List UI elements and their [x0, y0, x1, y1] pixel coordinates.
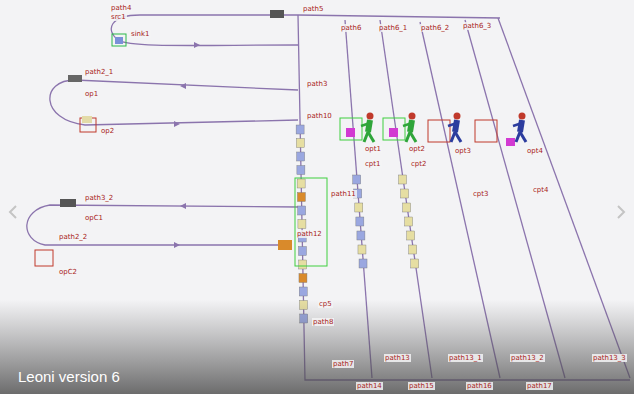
conveyor-item [405, 217, 413, 226]
conveyor-item [411, 259, 419, 268]
conveyor-item [297, 166, 305, 175]
conveyor-items [296, 125, 419, 323]
object-label: opt4 [526, 147, 544, 155]
object-label: cpt2 [410, 160, 428, 168]
conveyor-item [399, 175, 407, 184]
object-label: path2_2 [58, 233, 88, 241]
conveyor-item [355, 203, 363, 212]
object-label: opC2 [58, 268, 78, 276]
object-label: cpt3 [472, 190, 490, 198]
conveyor-item [298, 220, 306, 229]
object-label: path10 [306, 112, 333, 120]
conveyor-item [298, 206, 306, 215]
conveyor-item [299, 260, 307, 269]
operator-figure [403, 113, 416, 143]
conveyor-item [297, 152, 305, 161]
conveyor-item [298, 247, 306, 256]
object-label: path14 [356, 382, 383, 390]
sources [35, 10, 327, 266]
object-label: path11 [330, 190, 357, 198]
conveyor-item [353, 175, 361, 184]
caption-band [0, 300, 634, 394]
object-label: path17 [526, 382, 553, 390]
conveyor-item [409, 245, 417, 254]
conveyor-item [296, 125, 304, 134]
object-label: sink1 [130, 30, 151, 38]
object-label: path12 [296, 230, 323, 238]
object-label: path16 [466, 382, 493, 390]
object-label: path2_1 [84, 68, 114, 76]
conveyor-item [401, 189, 409, 198]
object-label: path3_2 [84, 194, 114, 202]
object-label: cp5 [318, 300, 333, 308]
object-label: path3 [306, 80, 328, 88]
conveyor-item [358, 245, 366, 254]
operator-figure [361, 113, 374, 143]
object-label: opt2 [408, 145, 426, 153]
caption: Leoni version 6 [18, 368, 120, 386]
conveyor-item [359, 259, 367, 268]
conveyor-item [299, 274, 307, 283]
object-label: op2 [100, 127, 115, 135]
object-label: opC1 [84, 214, 104, 222]
object-label: path6_3 [462, 22, 492, 30]
object-label: op1 [84, 90, 99, 98]
object-label: cpt4 [532, 186, 550, 194]
object-label: path6_1 [378, 24, 408, 32]
object-label: path5 [302, 5, 324, 13]
conveyor-item [357, 231, 365, 240]
operator-figure [513, 113, 526, 143]
object-label: path7 [332, 360, 354, 368]
object-label: path6_2 [420, 24, 450, 32]
object-label: path15 [408, 382, 435, 390]
conveyor-item [296, 139, 304, 148]
conveyor-item [407, 231, 415, 240]
object-label: path4 [110, 4, 132, 12]
object-label: path8 [312, 318, 334, 326]
object-label: opt1 [364, 145, 382, 153]
conveyor-item [297, 179, 305, 188]
object-label: path13 [384, 354, 411, 362]
object-label: path13_1 [448, 354, 483, 362]
object-label: path13_2 [510, 354, 545, 362]
object-label: opt3 [454, 147, 472, 155]
conveyor-item [356, 217, 364, 226]
operators [340, 118, 515, 146]
conveyor-item [297, 193, 305, 202]
conveyor-item [299, 287, 307, 296]
flow-arrows [174, 42, 200, 248]
conveyor-item [403, 203, 411, 212]
object-label: path13_3 [592, 354, 627, 362]
object-label: path6 [340, 24, 362, 32]
object-label: cpt1 [364, 160, 382, 168]
operator-figure [448, 113, 461, 143]
object-label: src1 [110, 13, 127, 21]
